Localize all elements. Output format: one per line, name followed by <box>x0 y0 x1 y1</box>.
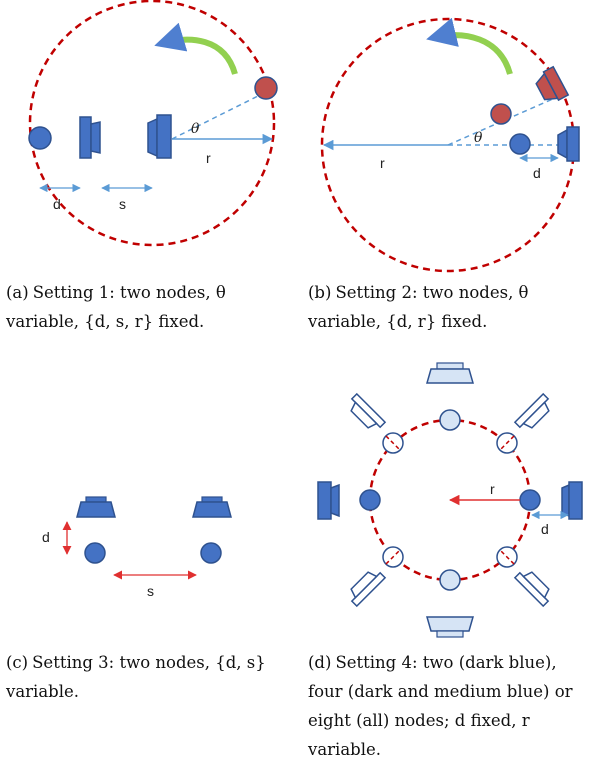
label-r: r <box>380 155 385 171</box>
label-d: d <box>533 165 541 181</box>
label-r: r <box>206 150 211 166</box>
speaker-right <box>561 481 583 520</box>
label-s: s <box>119 196 126 212</box>
node-red <box>490 103 512 125</box>
speaker-left <box>317 481 340 520</box>
rotation-arrow <box>426 17 513 75</box>
caption-text: Setting 3: two nodes, {d, s} variable. <box>6 653 266 701</box>
speaker-right <box>557 126 580 162</box>
label-d: d <box>541 521 549 537</box>
caption-tag: (d) <box>308 653 332 672</box>
label-r: r <box>490 481 495 497</box>
caption-a: (a)Setting 1: two nodes, θ variable, {d,… <box>6 278 288 336</box>
node-red <box>254 76 278 100</box>
label-s: s <box>147 583 154 599</box>
caption-tag: (b) <box>308 283 332 302</box>
caption-text: Setting 1: two nodes, θ variable, {d, s,… <box>6 283 226 331</box>
caption-text: Setting 4: two (dark blue), four (dark a… <box>308 653 573 759</box>
speaker-top <box>426 362 474 384</box>
diagram-canvas: θ r d s r θ d <box>28 0 583 638</box>
caption-text: Setting 2: two nodes, θ variable, {d, r}… <box>308 283 529 331</box>
node-dark <box>359 489 381 511</box>
node-light <box>439 569 461 591</box>
range-circle <box>28 0 276 247</box>
speaker-bottom <box>426 616 474 638</box>
speaker-top-left <box>350 392 387 429</box>
label-d: d <box>42 529 50 545</box>
angle-dashed-line <box>171 93 263 140</box>
caption-tag: (a) <box>6 283 29 302</box>
speaker-bottom-right <box>513 571 550 608</box>
speaker-right <box>147 114 172 159</box>
node-light-slash <box>385 435 401 451</box>
node-blue <box>509 133 531 155</box>
node-right <box>200 542 222 564</box>
panel-d-figure: r d <box>317 362 583 638</box>
speaker-left <box>79 116 101 159</box>
node-left <box>28 126 52 150</box>
rotation-arrow <box>154 22 238 75</box>
speaker-top-right <box>513 392 550 429</box>
panel-b-figure: r θ d <box>320 17 580 273</box>
panel-c-figure: d s <box>42 496 232 599</box>
caption-tag: (c) <box>6 653 29 672</box>
label-d: d <box>53 196 61 212</box>
caption-b: (b)Setting 2: two nodes, θ variable, {d,… <box>308 278 590 336</box>
label-theta: θ <box>191 121 200 137</box>
node-light-slash <box>385 549 401 565</box>
speaker-bottom-left <box>350 571 387 608</box>
node-light-slash <box>499 435 515 451</box>
speaker-left <box>76 496 116 518</box>
node-left <box>84 542 106 564</box>
caption-c: (c)Setting 3: two nodes, {d, s} variable… <box>6 648 288 706</box>
node-light-slash <box>499 549 515 565</box>
speaker-rotated <box>535 65 570 102</box>
caption-d: (d)Setting 4: two (dark blue), four (dar… <box>308 648 592 764</box>
node-dark <box>519 489 541 511</box>
label-theta: θ <box>474 130 483 146</box>
node-light <box>439 409 461 431</box>
speaker-right <box>192 496 232 518</box>
panel-a-figure: θ r d s <box>28 0 278 247</box>
